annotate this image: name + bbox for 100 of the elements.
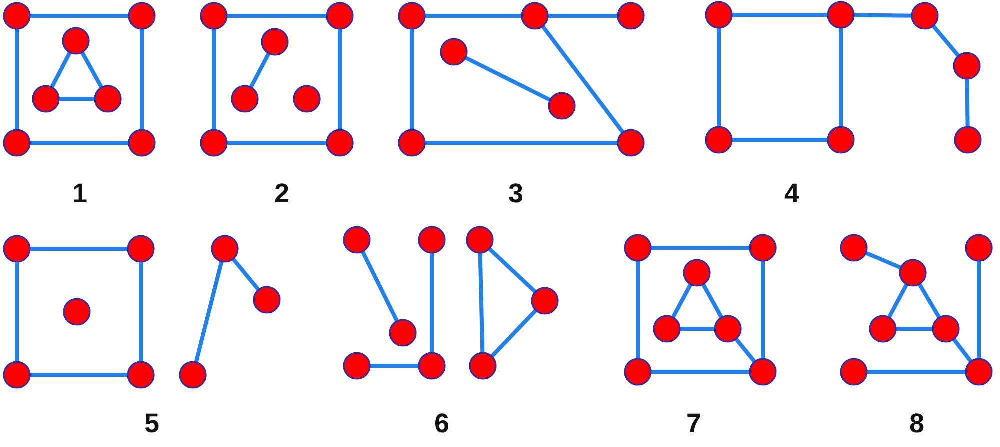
graph-vertex	[531, 287, 559, 315]
graph-vertex	[326, 129, 354, 157]
graph-vertex	[548, 92, 576, 120]
graph-vertex	[231, 85, 259, 113]
figure-number: 8	[909, 410, 925, 438]
graph-edge	[852, 13, 914, 18]
figure-number: 5	[144, 410, 160, 438]
graph-edge	[731, 138, 829, 142]
graph-edge	[650, 370, 751, 374]
graph-edge	[15, 28, 19, 131]
graph-vertex	[293, 85, 321, 113]
graph-vertex	[398, 129, 426, 157]
graph-edge	[636, 260, 640, 360]
graph-vertex	[128, 129, 156, 157]
graph-edge	[540, 24, 626, 135]
graph-edge	[487, 246, 538, 294]
graph-edge	[338, 28, 342, 131]
graph-vertex	[869, 315, 897, 343]
graph-vertex	[624, 358, 652, 386]
graph-vertex	[3, 2, 31, 30]
graph-vertex	[200, 2, 228, 30]
graph-vertex	[683, 259, 711, 287]
graph-vertex	[179, 361, 207, 389]
graph-edge	[29, 373, 129, 377]
graph-edge	[80, 50, 104, 90]
graph-vertex	[469, 352, 497, 380]
graph-edge	[650, 246, 751, 250]
figure-number: 6	[434, 410, 450, 438]
graph-vertex	[418, 226, 446, 254]
graph-edge	[50, 50, 72, 90]
graph-vertex	[200, 129, 228, 157]
graph-edge	[29, 14, 130, 18]
graph-vertex	[899, 259, 927, 287]
graph-vertex	[953, 52, 981, 80]
graph-vertex	[624, 234, 652, 262]
graph-vertex	[827, 1, 855, 29]
graph-vertex	[127, 235, 155, 263]
graph-edge	[977, 260, 981, 360]
graph-edge	[139, 261, 143, 363]
graph-edge	[701, 282, 724, 320]
graph-vertex	[389, 319, 417, 347]
graph-edge	[917, 282, 942, 320]
graph-edge	[226, 14, 328, 18]
graph-vertex	[32, 85, 60, 113]
graph-vertex	[521, 2, 549, 30]
figure-number: 7	[686, 410, 702, 438]
graph-edge	[965, 78, 970, 128]
graph-vertex	[714, 315, 742, 343]
graph-vertex	[827, 126, 855, 154]
graph-edge	[931, 24, 961, 58]
graph-edge	[839, 27, 843, 128]
graph-vertex	[253, 286, 281, 314]
graph-vertex	[211, 235, 239, 263]
graph-vertex	[840, 358, 868, 386]
graph-vertex	[466, 226, 494, 254]
graph-edge	[679, 327, 716, 331]
graph-edge	[248, 52, 272, 90]
graph-edge	[360, 250, 400, 324]
graph-edge	[140, 28, 144, 131]
graph-edge	[717, 27, 721, 128]
graph-vertex	[965, 234, 993, 262]
graph-edge	[231, 257, 261, 292]
graph-vertex	[398, 2, 426, 30]
graph-edge	[29, 141, 130, 145]
graph-edge	[761, 260, 765, 360]
graph-vertex	[911, 2, 939, 30]
graph-vertex	[343, 352, 371, 380]
graph-vertex	[653, 315, 681, 343]
graph-vertex	[954, 126, 982, 154]
graph-vertex	[418, 352, 446, 380]
graph-edge	[864, 250, 903, 270]
graph-vertex	[705, 126, 733, 154]
graph-vertex	[749, 234, 777, 262]
graph-edge	[478, 252, 485, 354]
graph-edge	[424, 14, 523, 18]
graph-vertex	[705, 1, 733, 29]
graph-vertex	[62, 27, 90, 55]
graph-vertex	[440, 38, 468, 66]
graph-vertex	[3, 235, 31, 263]
graph-vertex	[840, 234, 868, 262]
graph-edge	[734, 337, 757, 364]
graph-vertex	[3, 361, 31, 389]
graph-edge	[731, 13, 829, 17]
graph-vertex	[965, 358, 993, 386]
figure-number: 4	[784, 180, 800, 208]
figure-number: 3	[508, 180, 524, 208]
graph-vertex	[326, 2, 354, 30]
graph-edge	[952, 337, 974, 364]
graph-vertex	[617, 2, 645, 30]
graph-edge	[29, 247, 129, 251]
graph-edge	[212, 28, 216, 131]
graph-edge	[866, 370, 967, 374]
graph-edge	[194, 260, 224, 364]
graph-edge	[886, 282, 910, 320]
graph-edge	[430, 252, 434, 354]
graph-vertex	[127, 361, 155, 389]
graph-edge	[464, 56, 552, 102]
figure-number: 2	[274, 180, 290, 208]
graph-edge	[58, 97, 96, 101]
graph-edge	[670, 282, 694, 320]
